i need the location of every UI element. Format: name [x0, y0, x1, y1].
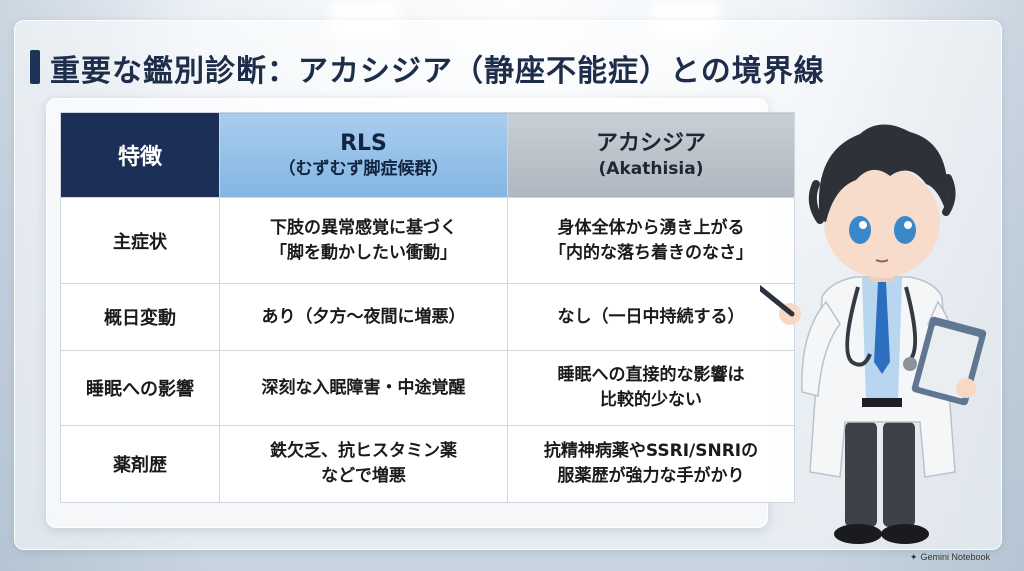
akathisia-cell: 身体全体から湧き上がる 「内的な落ち着きのなさ」: [507, 197, 795, 284]
watermark-text: Gemini Notebook: [920, 552, 990, 562]
rls-cell: 深刻な入眠障害・中途覚醒: [219, 350, 508, 426]
rls-cell: 下肢の異常感覚に基づく 「脚を動かしたい衝動」: [219, 197, 508, 284]
table-row: 薬剤歴 鉄欠乏、抗ヒスタミン薬 などで増悪 抗精神病薬やSSRI/SNRIの 服…: [60, 425, 795, 503]
header-feature: 特徴: [60, 112, 220, 198]
doctor-hair: [808, 174, 956, 224]
row-feature: 主症状: [60, 197, 220, 284]
rls-cell: あり（夕方〜夜間に増悪）: [219, 283, 508, 351]
stethoscope: [845, 286, 872, 367]
table-row: 主症状 下肢の異常感覚に基づく 「脚を動かしたい衝動」 身体全体から湧き上がる …: [60, 197, 795, 284]
table-row: 睡眠への影響 深刻な入眠障害・中途覚醒 睡眠への直接的な影響は 比較的少ない: [60, 350, 795, 426]
doctor-belt: [862, 398, 902, 407]
cell-line: 鉄欠乏、抗ヒスタミン薬: [270, 441, 457, 462]
cell-line: 「脚を動かしたい衝動」: [270, 242, 457, 263]
watermark: ✦Gemini Notebook: [910, 552, 990, 563]
doctor-arm: [801, 300, 841, 397]
table-header-row: 特徴 RLS （むずむず脚症候群） アカシジア (Akathisia): [60, 112, 795, 198]
header-akathisia-title: アカシジア: [595, 130, 706, 156]
gemini-sparkle-icon: ✦: [909, 552, 918, 562]
cell-line: 抗精神病薬やSSRI/SNRIの: [543, 441, 759, 462]
header-rls-title: RLS: [340, 130, 387, 156]
page-title: 重要な鑑別診断：アカシジア（静座不能症）との境界線: [50, 54, 825, 89]
doctor-leg: [883, 422, 915, 527]
cell-line: 「内的な落ち着きのなさ」: [549, 242, 753, 263]
cell-line: 下肢の異常感覚に基づく: [270, 217, 457, 238]
rls-cell: 鉄欠乏、抗ヒスタミン薬 などで増悪: [219, 425, 508, 503]
doctor-shoe: [881, 524, 929, 544]
doctor-leg: [845, 422, 877, 527]
header-akathisia: アカシジア (Akathisia): [507, 112, 795, 198]
doctor-tie: [874, 282, 890, 374]
header-akathisia-subtitle: (Akathisia): [598, 159, 704, 180]
stethoscope-chest-piece: [903, 357, 917, 371]
header-rls: RLS （むずむず脚症候群）: [219, 112, 508, 198]
eye-highlight: [859, 221, 867, 229]
eye-highlight: [904, 221, 912, 229]
pen-icon: [760, 284, 795, 317]
row-feature: 概日変動: [60, 283, 220, 351]
cell-line: 服薬歴が強力な手がかり: [557, 466, 745, 486]
cell-line: なし（一日中持続する）: [557, 306, 745, 327]
cell-line: 睡眠への直接的な影響は: [557, 365, 745, 386]
doctor-shoe: [834, 524, 882, 544]
cell-line: 身体全体から湧き上がる: [557, 217, 745, 238]
cell-line: あり（夕方〜夜間に増悪）: [261, 306, 466, 327]
doctor-hair: [818, 124, 948, 222]
akathisia-cell: 睡眠への直接的な影響は 比較的少ない: [507, 350, 795, 426]
doctor-mouth: [875, 259, 889, 263]
comparison-table: 特徴 RLS （むずむず脚症候群） アカシジア (Akathisia) 主症状 …: [60, 112, 795, 503]
akathisia-cell: なし（一日中持続する）: [507, 283, 795, 351]
row-feature: 睡眠への影響: [60, 350, 220, 426]
row-feature: 薬剤歴: [60, 425, 220, 503]
table-row: 概日変動 あり（夕方〜夜間に増悪） なし（一日中持続する）: [60, 283, 795, 351]
cell-line: 比較的少ない: [600, 390, 702, 410]
header-rls-subtitle: （むずむず脚症候群）: [278, 159, 449, 180]
akathisia-cell: 抗精神病薬やSSRI/SNRIの 服薬歴が強力な手がかり: [507, 425, 795, 503]
doctor-hand: [956, 378, 976, 398]
cell-line: 深刻な入眠障害・中途覚醒: [261, 377, 466, 398]
stethoscope: [904, 286, 918, 362]
doctor-eye: [894, 216, 916, 244]
doctor-face: [824, 166, 940, 278]
doctor-illustration: [760, 124, 987, 544]
title-accent-bar: [30, 50, 40, 84]
doctor-eye: [849, 216, 871, 244]
cell-line: などで増悪: [321, 466, 406, 486]
